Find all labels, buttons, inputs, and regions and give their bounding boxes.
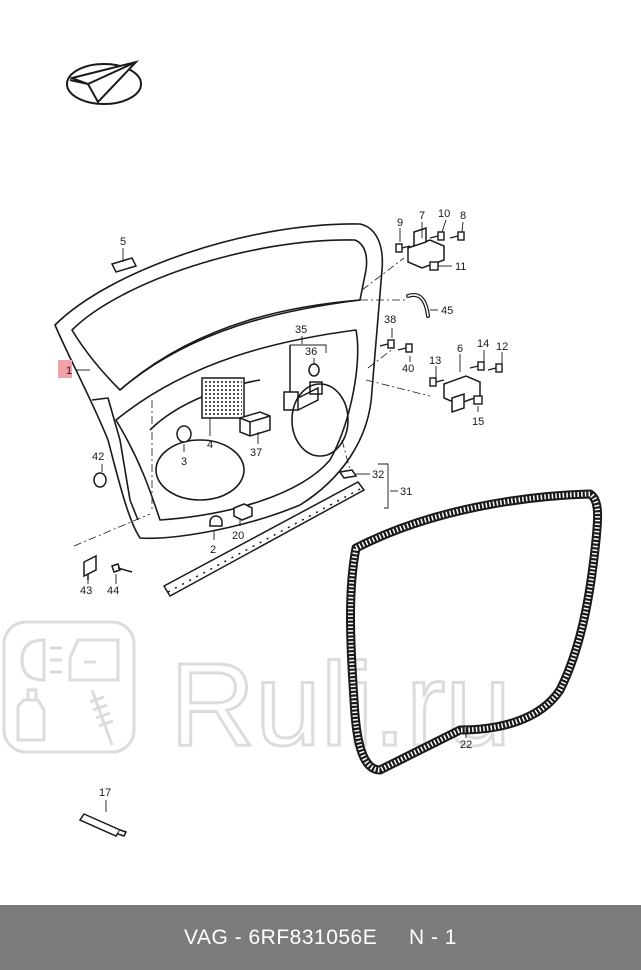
part-36-clip: [308, 363, 320, 377]
part-35-lock-assembly: [283, 345, 323, 411]
part-43-bracket: [83, 554, 97, 580]
callout-45: 45: [441, 305, 453, 317]
part-number-footer: VAG - 6RF831056E N - 1: [0, 905, 641, 970]
dash-dot-lines: [73, 257, 431, 547]
callout-2: 2: [210, 544, 216, 556]
callout-32: 32: [372, 469, 384, 481]
callout-20: 20: [232, 530, 244, 542]
bolt-icon-group: [379, 231, 503, 405]
bolt-12-icon: [487, 363, 503, 373]
callout-6: 6: [457, 343, 463, 355]
part-5-label: [110, 257, 138, 273]
footer-spacer: [377, 926, 409, 950]
callout-44: 44: [107, 585, 119, 597]
part-3-plug: [176, 425, 192, 443]
callout-4: 4: [207, 439, 213, 451]
watermark: Ruli.ru: [2, 620, 512, 773]
tailgate-outer: [54, 223, 384, 540]
bolt-14-icon: [469, 361, 485, 371]
part-17-sealant-tube: [78, 813, 128, 837]
callout-38: 38: [384, 314, 396, 326]
oil-bottle-icon: [16, 688, 46, 742]
part-37-module: [239, 411, 271, 437]
callout-22: 22: [460, 739, 472, 751]
footer-diagram-ref: N - 1: [408, 925, 457, 949]
callout-31: 31: [400, 486, 412, 498]
callout-14: 14: [477, 338, 489, 350]
part-4-sound-pad: [201, 377, 245, 419]
part-2-bumper: [209, 515, 223, 527]
callout-42: 42: [92, 451, 104, 463]
part-31-trim-strip: [162, 469, 366, 598]
shock-absorber-icon: [89, 689, 114, 746]
nut-11-icon: [429, 261, 439, 271]
nut-15-icon: [473, 395, 483, 405]
part-1-highlight: [58, 360, 72, 378]
bolt-10-icon: [429, 231, 445, 241]
callout-3: 3: [181, 456, 187, 468]
callout-43: 43: [80, 585, 92, 597]
callout-17: 17: [99, 787, 111, 799]
watermark-text: Ruli.ru: [170, 639, 511, 771]
bolt-38-icon: [379, 339, 395, 349]
callout-35: 35: [295, 324, 307, 336]
part-6-hinge: [443, 375, 481, 414]
part-22-weatherstrip: [346, 489, 603, 775]
bolt-40-icon: [397, 343, 413, 353]
car-door-icon: [68, 638, 120, 682]
part-7-hinge: [407, 226, 445, 269]
watermark-badge-frame: [2, 620, 136, 754]
callout-40: 40: [402, 363, 414, 375]
bolt-9-icon: [395, 243, 411, 253]
part-20-clip: [233, 503, 253, 521]
callout-13: 13: [429, 355, 441, 367]
headlight-icon: [20, 638, 62, 682]
callout-37: 37: [250, 447, 262, 459]
callout-12: 12: [496, 341, 508, 353]
callout-36: 36: [305, 346, 317, 358]
bolt-8-icon: [449, 231, 465, 241]
callout-7: 7: [419, 210, 425, 222]
callout-labels: 1 2 3 4 5 6 7 8 9 10 11 12 13 14 15 17 2…: [66, 208, 508, 799]
callout-11: 11: [455, 261, 466, 273]
leader-lines: [76, 219, 503, 812]
callout-10: 10: [438, 208, 450, 220]
footer-part-label: VAG - 6RF831056E: [184, 925, 378, 949]
callout-1: 1: [66, 365, 72, 377]
part-44-pin: [111, 563, 133, 573]
callout-5: 5: [120, 236, 126, 248]
paper-plane-check-icon: [66, 60, 142, 105]
callout-15: 15: [472, 416, 484, 428]
exploded-parts-diagram: Ruli.ru: [2, 60, 603, 837]
bolt-13-icon: [429, 377, 445, 387]
part-42-grommet: [93, 472, 107, 488]
callout-8: 8: [460, 210, 466, 222]
callout-9: 9: [397, 217, 403, 229]
